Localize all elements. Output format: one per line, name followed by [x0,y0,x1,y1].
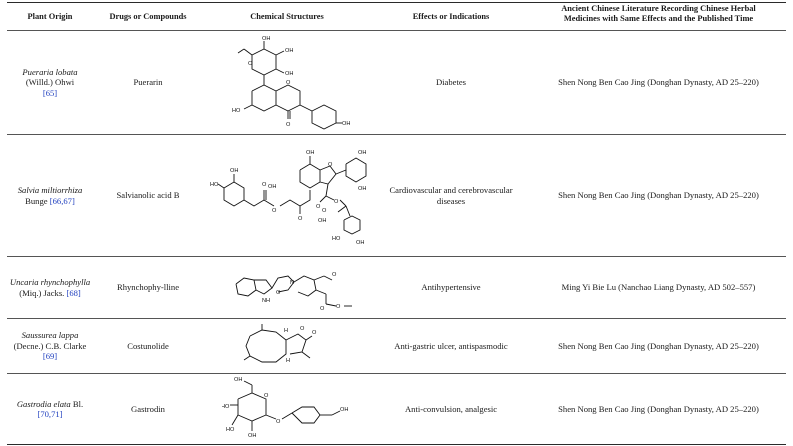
header-drugs: Drugs or Compounds [109,12,187,21]
svg-text:HO: HO [232,108,241,114]
table-row-2-effect: Cardiovascular and cerebrovascular disea… [389,185,513,206]
table-row-2-literature: Shen Nong Ben Cao Jing (Donghan Dynasty,… [558,190,759,201]
svg-text:O: O [334,199,339,205]
svg-text:O: O [286,122,291,128]
svg-text:OH: OH [358,150,366,156]
svg-text:OH: OH [248,433,256,439]
table-row-1-effect: Diabetes [435,77,467,88]
citation-link[interactable]: [68] [66,287,81,298]
citation-link[interactable]: [65] [42,87,58,98]
table-row-5-effect: Anti-convulsion, analgesic [404,403,498,414]
svg-text:O: O [322,208,327,214]
svg-text:O: O [298,216,303,222]
svg-text:OH: OH [285,48,293,54]
svg-text:O: O [336,304,341,310]
table-row-1-literature: Shen Nong Ben Cao Jing (Donghan Dynasty,… [558,77,759,88]
rhynchophylline-structure-image: NH O N O O O [235,272,352,312]
table-row-5-compound: Gastrodin [131,403,165,414]
row-rule-4 [7,373,786,374]
table-row-2-compound: Salvianolic acid B [116,190,180,201]
svg-text:O: O [248,61,253,67]
table-row-4-plant: Saussurea lappa(Decne.) C.B. Clarke [69] [13,330,87,362]
table-row-3-effect: Antihypertensive [421,282,481,293]
svg-text:N: N [290,280,294,286]
svg-text:O: O [276,290,281,296]
puerarin-structure-image: OH OH OH O HO O O OH [232,36,350,130]
svg-text:OH: OH [342,121,350,127]
svg-text:OH: OH [340,407,348,413]
row-rule-2 [7,256,786,257]
svg-text:H: H [286,358,290,364]
svg-text:OH: OH [356,240,364,246]
table-row-3-plant: Uncaria rhynchophylla(Miq.) Jacks. [68] [9,277,91,298]
table-row-3-literature: Ming Yi Bie Lu (Nanchao Liang Dynasty, A… [561,282,756,293]
svg-text:O: O [300,326,305,332]
svg-text:NH: NH [262,298,270,304]
svg-text:O: O [262,182,267,188]
svg-text:HO: HO [332,236,341,242]
svg-text:HO: HO [222,404,230,410]
table-row-1-plant: Pueraria lobata(Willd.) Ohwi[65] [22,66,78,98]
row-rule-1 [7,134,786,135]
header-rule [7,30,786,31]
header-effects: Effects or Indications [412,12,490,21]
table-row-4-literature: Shen Nong Ben Cao Jing (Donghan Dynasty,… [558,340,759,351]
svg-text:O: O [320,306,325,312]
table-row-5-plant: Gastrodia elata Bl.[70,71] [16,398,84,420]
svg-text:O: O [272,208,277,214]
table-row-4-effect: Anti-gastric ulcer, antispasmodic [394,340,508,351]
citation-link[interactable]: [70,71] [37,409,63,419]
svg-text:OH: OH [306,150,314,156]
costunolide-structure-image: H H O O [243,324,317,364]
header-plant-origin: Plant Origin [27,12,73,21]
citation-link[interactable]: [69] [42,351,58,362]
svg-text:O: O [312,330,317,336]
header-literature: Ancient Chinese Literature Recording Chi… [561,4,756,23]
row-rule-3 [7,318,786,319]
table-row-5-literature: Shen Nong Ben Cao Jing (Donghan Dynasty,… [558,403,759,414]
citation-link[interactable]: [66,67] [49,195,75,206]
svg-text:O: O [276,419,281,425]
svg-text:HO: HO [226,427,235,433]
svg-text:OH: OH [234,377,242,383]
svg-text:OH: OH [230,168,238,174]
table-bottom-rule [7,444,786,445]
table-top-rule [7,2,786,3]
svg-text:H: H [284,328,288,334]
gastrodin-structure-image: OH O HO HO OH O OH [222,377,348,439]
svg-text:O: O [264,393,269,399]
svg-text:OH: OH [268,184,276,190]
svg-text:O: O [316,204,321,210]
svg-text:O: O [328,162,333,168]
svg-text:OH: OH [285,71,293,77]
svg-text:OH: OH [358,186,366,192]
table-row-1-compound: Puerarin [133,77,163,88]
svg-text:O: O [332,272,337,278]
svg-text:HO: HO [210,182,219,188]
svg-text:OH: OH [318,218,326,224]
svg-text:OH: OH [262,36,270,42]
table-row-3-compound: Rhynchophy-lline [116,282,180,293]
header-structures: Chemical Structures [250,12,324,21]
svg-text:O: O [286,80,291,86]
salvianolic-acid-b-structure-image: OH HO OH O O O OH O OH OH O O OH O HO [210,150,367,246]
table-row-4-compound: Costunolide [127,340,169,351]
